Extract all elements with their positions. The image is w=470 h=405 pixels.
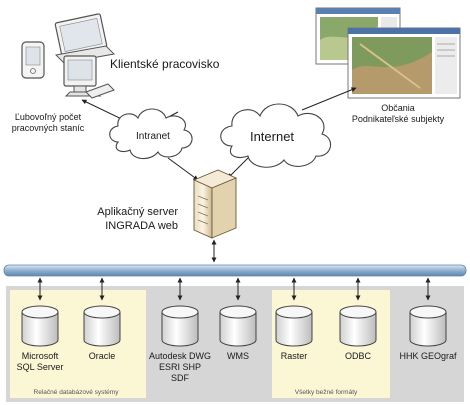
db-label-odbc: ODBC xyxy=(345,351,372,361)
database-icon xyxy=(339,305,377,347)
client-subtitle-line-2: pracovných staníc xyxy=(12,123,85,133)
server-line-1: Aplikačný server xyxy=(97,206,178,218)
database-arrows xyxy=(37,277,431,301)
db-label-raster: Raster xyxy=(281,351,308,361)
data-bus xyxy=(3,264,467,277)
db-label-autodesk-2: ESRI SHP xyxy=(159,362,201,372)
server-line-2: INGRADA web xyxy=(105,220,178,232)
db-label-oracle: Oracle xyxy=(89,351,116,361)
db-label-geograf: HHK GEOgraf xyxy=(399,351,457,361)
internet-label: Internet xyxy=(250,129,294,144)
citizens-line-2: Podnikateľské subjekty xyxy=(352,114,445,124)
intranet-label: Intranet xyxy=(136,131,170,142)
database-icon xyxy=(21,305,59,347)
client-computers-icon xyxy=(21,13,116,99)
internet-users-arrow xyxy=(301,87,357,111)
server-icon xyxy=(192,169,238,239)
db-label-mssql-1: Microsoft xyxy=(22,351,59,361)
client-title: Klientské pracovisko xyxy=(110,57,220,71)
database-icon xyxy=(161,305,199,347)
db-label-autodesk-1: Autodesk DWG xyxy=(149,351,211,361)
formats-group-label: Všetky bežné formáty xyxy=(295,389,358,396)
db-label-wms: WMS xyxy=(227,351,249,361)
database-icon xyxy=(409,305,447,347)
database-icon xyxy=(219,305,257,347)
intranet-cloud-icon xyxy=(109,108,193,160)
citizens-line-1: Občania xyxy=(381,103,415,113)
database-icon xyxy=(83,305,121,347)
database-icon xyxy=(275,305,313,347)
client-subtitle-line-1: Ľubovoľný počet xyxy=(15,112,82,122)
internet-cloud-icon xyxy=(220,103,332,168)
relational-group-label: Relačné databázové systémy xyxy=(34,389,120,396)
db-label-mssql-2: SQL Server xyxy=(17,362,64,372)
intranet-server-arrow xyxy=(167,157,199,181)
db-label-autodesk-3: SDF xyxy=(171,373,190,383)
map-screenshots-icon xyxy=(315,7,461,99)
